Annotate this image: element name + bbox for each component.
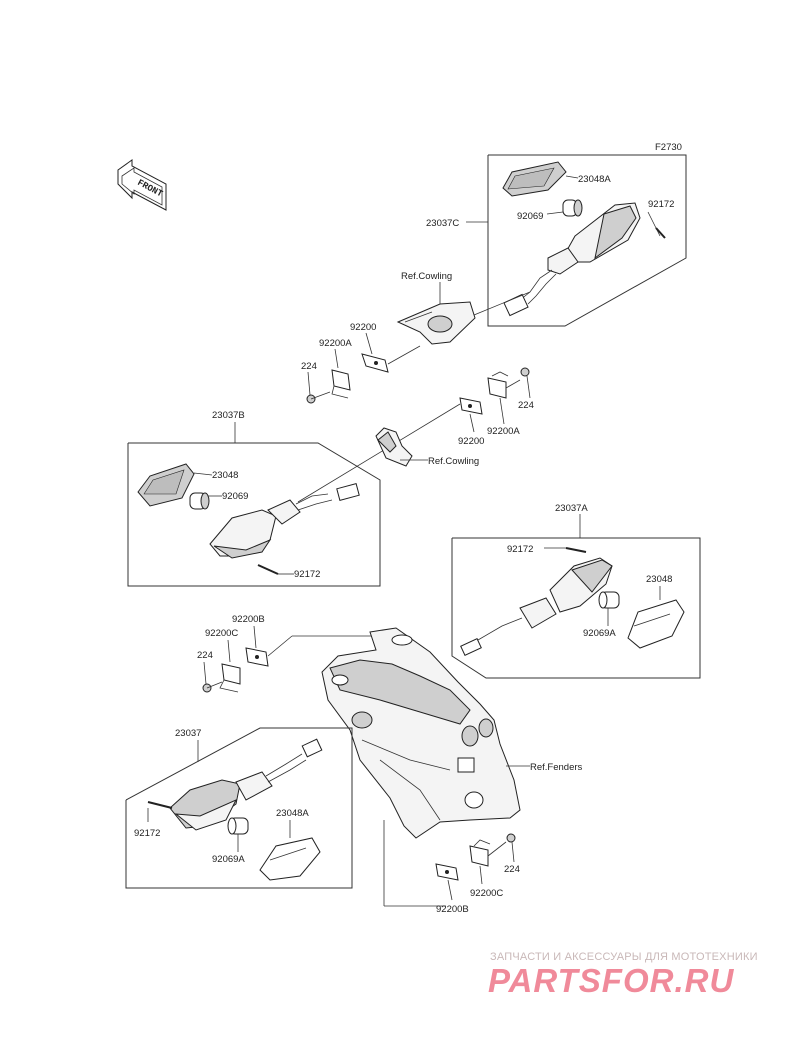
turn-signal-23037A: [460, 557, 613, 656]
label-92200B-b: 92200B: [436, 904, 469, 915]
label-224-d: 224: [504, 864, 520, 875]
label-92200-a: 92200: [350, 322, 376, 333]
label-92069A-d: 92069A: [212, 854, 245, 865]
turn-signal-23037B: [209, 483, 360, 559]
rear-fender-ref: [321, 627, 521, 839]
bulb-92069-top: [562, 199, 583, 217]
watermark-brand: PARTSFOR.RU: [488, 962, 735, 999]
label-23037B: 23037B: [212, 410, 245, 421]
plate-92200B-a: [245, 647, 269, 667]
label-ref-fenders: Ref.Fenders: [530, 762, 583, 773]
turn-signal-23037C: [503, 202, 641, 317]
label-92200A-a: 92200A: [319, 338, 352, 349]
plate-92200-a: [361, 353, 389, 373]
figure-code: F2730: [655, 142, 682, 153]
box-23037B: [127, 442, 381, 587]
cowling-ref-top: [396, 301, 476, 345]
label-23037A: 23037A: [555, 503, 588, 514]
label-224-a: 224: [301, 361, 317, 372]
box-23037C: [487, 154, 687, 327]
bolt-224-c: [202, 681, 223, 693]
bracket-92200A-b: [487, 371, 509, 399]
lens-23048A-bottom: [259, 837, 321, 881]
label-92200C-a: 92200C: [205, 628, 238, 639]
label-224-b: 224: [518, 400, 534, 411]
label-ref-cowling-1: Ref.Cowling: [401, 271, 452, 282]
bulb-92069-left: [189, 492, 210, 510]
label-23048A-top: 23048A: [578, 174, 611, 185]
label-92200A-b: 92200A: [487, 426, 520, 437]
lens-23048-left: [137, 463, 195, 507]
label-92200B-a: 92200B: [232, 614, 265, 625]
plate-92200-b: [459, 397, 483, 415]
front-arrow-icon: FRONT: [117, 159, 167, 211]
label-92069A-c: 92069A: [583, 628, 616, 639]
bulb-92069A-right: [598, 591, 620, 609]
label-92172-top: 92172: [648, 199, 674, 210]
box-23037: [125, 727, 353, 889]
label-23037: 23037: [175, 728, 201, 739]
label-ref-cowling-2: Ref.Cowling: [428, 456, 479, 467]
label-23048-c: 23048: [646, 574, 672, 585]
plate-92200B-b: [435, 863, 459, 881]
bracket-92200C-a: [219, 663, 241, 693]
label-92200-b: 92200: [458, 436, 484, 447]
label-224-c: 224: [197, 650, 213, 661]
label-92069-b: 92069: [222, 491, 248, 502]
label-92172-d: 92172: [134, 828, 160, 839]
bracket-92200A-a: [331, 369, 351, 399]
lens-23048-right: [627, 599, 685, 649]
bulb-92069A-bottom: [227, 817, 249, 835]
box-23037A: [451, 537, 701, 679]
bolt-224-b: [520, 367, 530, 377]
label-92172-b: 92172: [294, 569, 320, 580]
bolt-224-d: [506, 833, 516, 843]
label-92069-top: 92069: [517, 211, 543, 222]
label-23037C: 23037C: [426, 218, 459, 229]
label-92172-c: 92172: [507, 544, 533, 555]
label-23048A-d: 23048A: [276, 808, 309, 819]
bolt-224-a: [306, 391, 331, 404]
bracket-92200C-b: [469, 839, 491, 867]
turn-signal-23037: [169, 738, 323, 831]
cowling-ref-mid: [375, 427, 413, 467]
label-23048: 23048: [212, 470, 238, 481]
label-92200C-b: 92200C: [470, 888, 503, 899]
lens-23048A-top: [502, 161, 567, 197]
watermark-caption: ЗАПЧАСТИ И АКСЕССУАРЫ ДЛЯ МОТОТЕХНИКИ: [490, 951, 758, 963]
